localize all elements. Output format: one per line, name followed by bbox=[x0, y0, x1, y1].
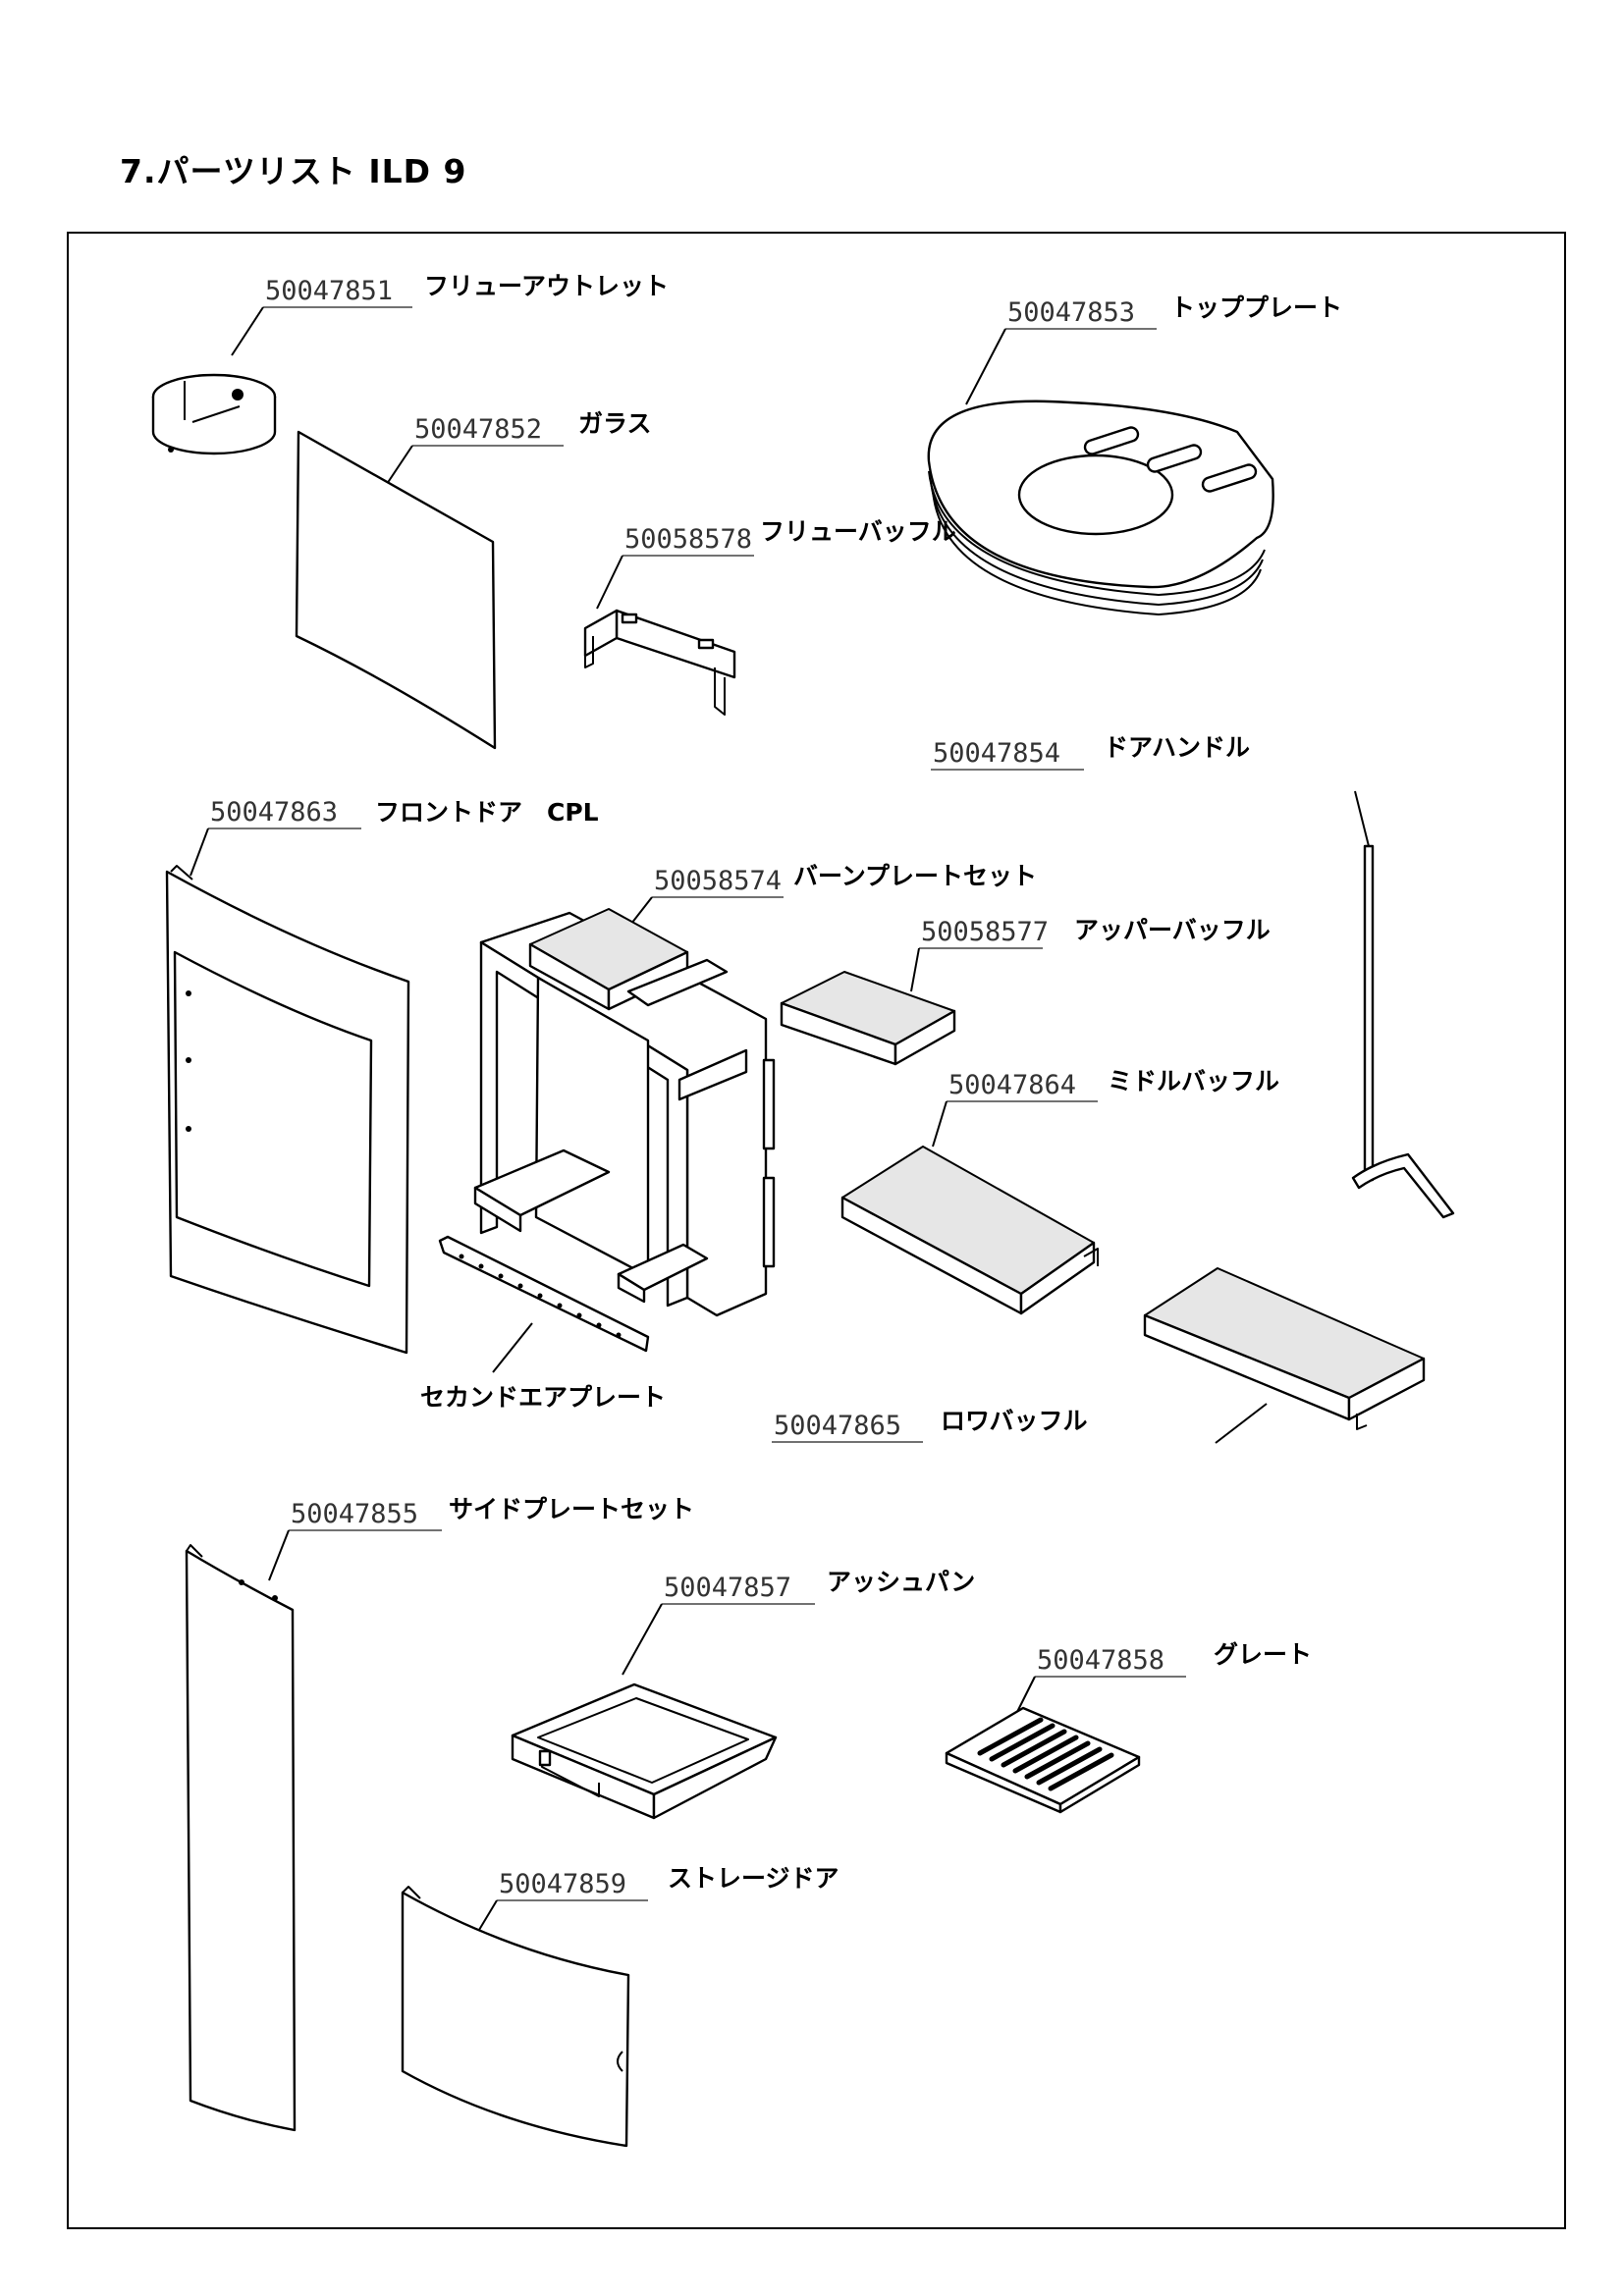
part-number-flue-baffle: 50058578 bbox=[624, 524, 752, 555]
part-number-grate: 50047858 bbox=[1037, 1645, 1164, 1676]
part-number-top-plate: 50047853 bbox=[1007, 297, 1135, 328]
part-number-flue-outlet: 50047851 bbox=[265, 276, 393, 306]
upper-baffle-drawing bbox=[780, 971, 956, 1066]
part-name-middle-baffle: ミドルバッフル bbox=[1108, 1067, 1279, 1095]
leader-flue-baffle bbox=[596, 555, 623, 610]
part-name-flue-baffle: フリューバッフル bbox=[760, 517, 956, 546]
label-second-air-plate[interactable]: セカンドエアプレート bbox=[420, 1383, 666, 1412]
label-middle-baffle[interactable]: 50047864 ミドルバッフル bbox=[947, 1067, 1279, 1102]
part-name-upper-baffle: アッパーバッフル bbox=[1074, 916, 1271, 944]
side-plate-set-drawing bbox=[185, 1544, 297, 2132]
part-name-flue-outlet: フリューアウトレット bbox=[424, 272, 669, 300]
leader-front-door bbox=[189, 828, 209, 877]
part-number-middle-baffle: 50047864 bbox=[948, 1070, 1076, 1100]
page-title: 7.パーツリスト ILD 9 bbox=[120, 152, 467, 190]
leader-side-plate-set bbox=[268, 1529, 290, 1581]
flue-outlet-drawing bbox=[151, 373, 277, 455]
part-name-door-handle: ドアハンドル bbox=[1104, 733, 1250, 762]
leader-ash-pan bbox=[622, 1603, 663, 1676]
part-number-lower-baffle: 50047865 bbox=[774, 1411, 901, 1441]
top-plate-drawing bbox=[927, 400, 1274, 615]
diagram-frame bbox=[67, 232, 1566, 2229]
leader-upper-baffle bbox=[910, 947, 920, 992]
label-front-door[interactable]: 50047863 フロントドア CPL bbox=[208, 797, 599, 829]
grate-drawing bbox=[945, 1706, 1141, 1814]
burn-plate-set-drawing bbox=[473, 908, 776, 1317]
label-upper-baffle[interactable]: 50058577 アッパーバッフル bbox=[919, 916, 1271, 949]
part-number-side-plate-set: 50047855 bbox=[291, 1499, 418, 1529]
leader-top-plate bbox=[965, 328, 1006, 405]
leader-lower-baffle bbox=[1215, 1403, 1268, 1444]
storage-door-drawing bbox=[401, 1886, 630, 2148]
flue-baffle-drawing bbox=[583, 609, 736, 716]
door-handle-drawing bbox=[1351, 844, 1455, 1219]
part-number-burn-plate-set: 50058574 bbox=[654, 866, 782, 896]
lower-baffle-drawing bbox=[1143, 1267, 1426, 1430]
part-number-ash-pan: 50047857 bbox=[664, 1573, 791, 1603]
leader-grate bbox=[1014, 1676, 1036, 1717]
glass-drawing bbox=[295, 430, 497, 750]
second-air-plate-drawing bbox=[438, 1235, 650, 1353]
label-flue-outlet[interactable]: 50047851 フリューアウトレット bbox=[263, 272, 669, 308]
label-door-handle[interactable]: 50047854 ドアハンドル bbox=[931, 733, 1250, 771]
leader-second-air-plate bbox=[492, 1322, 533, 1373]
label-burn-plate-set[interactable]: 50058574 バーンプレートセット bbox=[652, 862, 1037, 898]
label-glass[interactable]: 50047852 ガラス bbox=[412, 409, 652, 447]
middle-baffle-drawing bbox=[840, 1146, 1099, 1315]
part-name-second-air-plate: セカンドエアプレート bbox=[420, 1383, 666, 1412]
part-number-storage-door: 50047859 bbox=[499, 1869, 626, 1899]
part-name-storage-door: ストレージドア bbox=[668, 1864, 839, 1893]
part-number-front-door: 50047863 bbox=[210, 797, 338, 828]
label-top-plate[interactable]: 50047853 トッププレート bbox=[1005, 294, 1342, 330]
part-name-burn-plate-set: バーンプレートセット bbox=[793, 862, 1037, 890]
leader-door-handle bbox=[1354, 790, 1370, 847]
label-storage-door[interactable]: 50047859 ストレージドア bbox=[497, 1864, 839, 1901]
leader-middle-baffle bbox=[932, 1100, 947, 1148]
part-name-grate: グレート bbox=[1214, 1640, 1312, 1669]
part-number-glass: 50047852 bbox=[414, 414, 542, 445]
label-lower-baffle[interactable]: 50047865 ロワバッフル bbox=[772, 1407, 1088, 1443]
leader-lines bbox=[189, 306, 1370, 1950]
part-name-lower-baffle: ロワバッフル bbox=[941, 1407, 1088, 1435]
part-name-glass: ガラス bbox=[578, 409, 652, 438]
label-ash-pan[interactable]: 50047857 アッシュパン bbox=[662, 1568, 975, 1605]
part-name-side-plate-set: サイドプレートセット bbox=[449, 1495, 694, 1523]
part-name-top-plate: トッププレート bbox=[1170, 294, 1342, 322]
label-grate[interactable]: 50047858 グレート bbox=[1035, 1640, 1312, 1678]
part-number-door-handle: 50047854 bbox=[933, 738, 1060, 769]
label-flue-baffle[interactable]: 50058578 フリューバッフル bbox=[623, 517, 956, 557]
leader-flue-outlet bbox=[231, 306, 264, 356]
label-side-plate-set[interactable]: 50047855 サイドプレートセット bbox=[289, 1495, 694, 1531]
ash-pan-drawing bbox=[511, 1682, 778, 1820]
part-name-front-door: フロントドア CPL bbox=[375, 798, 599, 827]
part-number-upper-baffle: 50058577 bbox=[921, 917, 1049, 947]
part-name-ash-pan: アッシュパン bbox=[827, 1568, 975, 1596]
front-door-drawing bbox=[165, 865, 410, 1355]
